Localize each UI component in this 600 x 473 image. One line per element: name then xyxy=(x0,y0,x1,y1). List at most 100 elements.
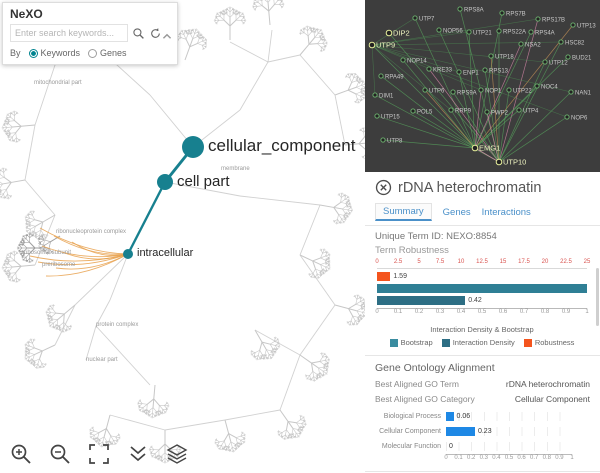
svg-text:UTP9: UTP9 xyxy=(376,41,395,50)
svg-text:NOP56: NOP56 xyxy=(443,29,463,35)
svg-text:RPS9A: RPS9A xyxy=(457,91,477,97)
search-input[interactable] xyxy=(10,24,128,42)
svg-text:UTP7: UTP7 xyxy=(419,17,435,23)
collapse-all-button[interactable] xyxy=(125,441,151,467)
ontology-tree-canvas[interactable] xyxy=(0,0,365,473)
layers-button[interactable] xyxy=(164,441,190,467)
term-title: rDNA heterochromatin xyxy=(398,179,542,196)
tab-genes[interactable]: Genes xyxy=(442,206,471,218)
go-bar xyxy=(446,427,475,436)
svg-text:UTP8: UTP8 xyxy=(387,139,403,145)
details-scrollbar[interactable] xyxy=(596,268,599,326)
go-alignment-table: Best Aligned GO Term rDNA heterochromati… xyxy=(375,379,590,404)
svg-text:RPS22A: RPS22A xyxy=(503,30,526,36)
tree-branch-label[interactable]: membrane xyxy=(221,166,250,172)
zoom-out-button[interactable] xyxy=(47,441,73,467)
svg-text:RPS17B: RPS17B xyxy=(542,18,565,24)
svg-text:NOP6: NOP6 xyxy=(571,116,588,122)
svg-text:BUD21: BUD21 xyxy=(572,56,592,62)
robustness-bottom-axis-line xyxy=(377,308,587,309)
svg-text:DIP2: DIP2 xyxy=(393,29,410,38)
reset-icon[interactable] xyxy=(149,27,162,40)
tree-branch-label[interactable]: nuclear part xyxy=(86,357,118,363)
svg-text:UTP6: UTP6 xyxy=(429,89,445,95)
radio-keywords[interactable]: Keywords xyxy=(28,48,81,58)
search-icon[interactable] xyxy=(132,27,145,40)
unique-term-row: Unique Term ID: NEXO:8854 xyxy=(375,231,590,242)
svg-text:NSA2: NSA2 xyxy=(525,43,541,49)
collapse-chevron-icon[interactable] xyxy=(162,27,172,45)
go-category-label: Molecular Function xyxy=(381,443,441,450)
svg-text:DIM1: DIM1 xyxy=(379,94,394,100)
bar-robustness xyxy=(377,272,391,281)
radio-dot xyxy=(88,48,98,58)
go-bar-value: 0.23 xyxy=(477,428,492,435)
go-category-label: Biological Process xyxy=(383,413,441,420)
tree-node-label[interactable]: intracellular xyxy=(137,247,194,260)
robustness-x-axis-label: Interaction Density & Bootstrap xyxy=(430,325,534,334)
go-category-value: Cellular Component xyxy=(514,394,590,404)
legend-item-interaction-density: Interaction Density xyxy=(441,338,515,347)
legend-item-robustness: Robustness xyxy=(523,338,574,347)
tree-branch-label[interactable]: preribosome xyxy=(42,262,76,268)
tree-node-label[interactable]: cellular_component xyxy=(208,136,356,156)
svg-text:RPA49: RPA49 xyxy=(385,75,404,81)
legend-item-bootstrap: Bootstrap xyxy=(389,338,433,347)
svg-text:ENP1: ENP1 xyxy=(463,71,479,77)
tree-branch-label[interactable]: mitochondrial part xyxy=(34,80,82,86)
go-category-label: Best Aligned GO Category xyxy=(375,394,475,404)
go-bar-track: 0 xyxy=(446,442,572,451)
svg-text:UTP10: UTP10 xyxy=(503,158,526,167)
go-bar-value: 0.06 xyxy=(456,413,471,420)
svg-text:UTP4: UTP4 xyxy=(523,109,539,115)
svg-text:RRP9: RRP9 xyxy=(455,109,472,115)
radio-genes[interactable]: Genes xyxy=(88,48,127,58)
tree-node-label[interactable]: cell part xyxy=(177,172,230,190)
radio-dot-selected xyxy=(28,48,38,58)
close-details-button[interactable] xyxy=(375,179,392,196)
go-chart-row: Biological Process 0.06 xyxy=(375,409,590,424)
robustness-legend: Bootstrap Interaction Density Robustness xyxy=(377,338,587,347)
go-term-label: Best Aligned GO Term xyxy=(375,379,459,389)
tree-branch-label[interactable]: protein complex xyxy=(96,322,139,328)
view-controls xyxy=(8,441,190,467)
svg-text:UTP21: UTP21 xyxy=(473,31,492,37)
svg-text:RPS4A: RPS4A xyxy=(535,31,555,37)
svg-text:HSC82: HSC82 xyxy=(565,41,585,47)
svg-text:PWP2: PWP2 xyxy=(491,111,509,117)
biological-process-section-title: Biological Process xyxy=(365,471,600,473)
go-category-label: Cellular Component xyxy=(379,428,441,435)
tree-branch-label[interactable]: ribonucleoprotein complex xyxy=(56,229,127,235)
go-bar xyxy=(446,412,454,421)
bar-interaction-density xyxy=(377,296,466,305)
svg-text:UTP12: UTP12 xyxy=(549,61,568,67)
go-bar-track: 0.06 xyxy=(446,412,572,421)
radio-keywords-label: Keywords xyxy=(40,48,81,58)
tab-interactions[interactable]: Interactions xyxy=(481,206,531,218)
robustness-bar-row: 1.59 xyxy=(377,272,587,281)
go-bar-value: 0 xyxy=(449,443,453,450)
svg-text:UTP18: UTP18 xyxy=(495,55,514,61)
tree-branch-label[interactable]: ribosomal subunit xyxy=(24,250,72,256)
bar-bootstrap xyxy=(377,284,587,293)
svg-text:RPS13: RPS13 xyxy=(489,69,509,75)
fit-view-button[interactable] xyxy=(86,441,112,467)
svg-text:NOC4: NOC4 xyxy=(541,85,558,91)
tab-summary[interactable]: Summary xyxy=(375,203,432,221)
go-term-value: rDNA heterochromatin xyxy=(505,379,590,389)
robustness-bar-row xyxy=(377,284,587,293)
svg-text:UTP15: UTP15 xyxy=(381,115,400,121)
details-tabs: Summary Genes Interactions xyxy=(375,203,590,221)
zoom-in-button[interactable] xyxy=(8,441,34,467)
svg-text:NOP14: NOP14 xyxy=(407,59,427,65)
robustness-chart-title: Term Robustness xyxy=(375,245,449,256)
search-panel: NeXO By Keywords xyxy=(2,2,178,65)
